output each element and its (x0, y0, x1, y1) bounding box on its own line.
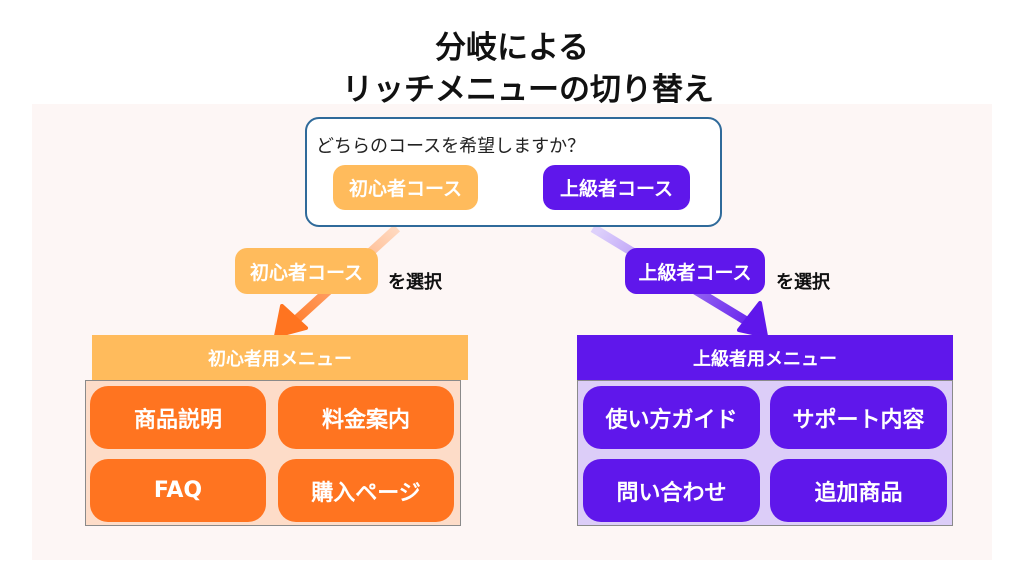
menu-item-product-description[interactable]: 商品説明 (90, 386, 266, 449)
menu-item-faq[interactable]: FAQ (90, 459, 266, 522)
advanced-branch-label: 上級者コース (625, 248, 765, 294)
title-line-2: リッチメニューの切り替え (342, 72, 714, 108)
menu-item-purchase-page[interactable]: 購入ページ (278, 459, 454, 522)
advanced-arrowhead-icon (737, 301, 768, 338)
advanced-course-button[interactable]: 上級者コース (543, 165, 690, 210)
title-line-1: 分岐による (434, 30, 590, 66)
beginner-branch-suffix: を選択 (388, 272, 442, 293)
advanced-branch-suffix: を選択 (776, 272, 830, 293)
menu-item-support[interactable]: サポート内容 (770, 386, 947, 449)
advanced-menu-header: 上級者用メニュー (577, 335, 953, 380)
beginner-course-button[interactable]: 初心者コース (333, 165, 478, 210)
beginner-branch-label: 初心者コース (235, 248, 378, 294)
beginner-arrowhead-icon (274, 304, 308, 338)
menu-item-additional-products[interactable]: 追加商品 (770, 459, 947, 522)
beginner-menu-header: 初心者用メニュー (92, 335, 468, 380)
menu-item-usage-guide[interactable]: 使い方ガイド (583, 386, 760, 449)
question-text: どちらのコースを希望しますか？ (316, 136, 586, 157)
menu-item-pricing[interactable]: 料金案内 (278, 386, 454, 449)
menu-item-contact[interactable]: 問い合わせ (583, 459, 760, 522)
